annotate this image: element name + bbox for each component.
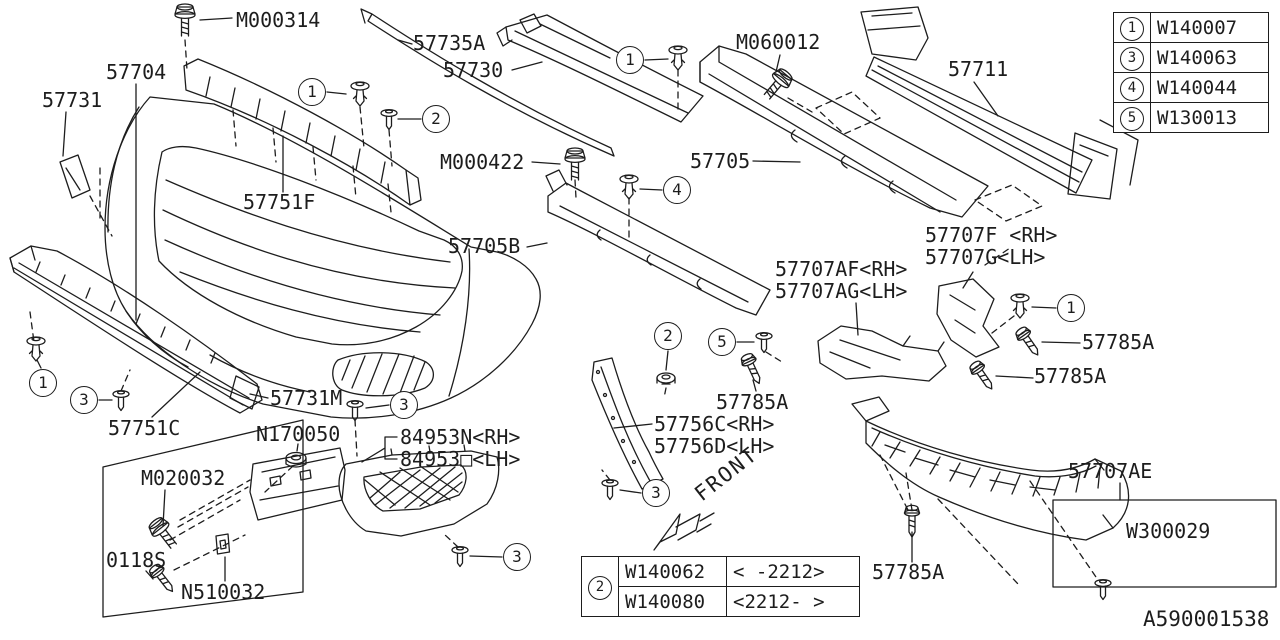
label-57707af-rh: 57707AF<RH> (775, 257, 908, 281)
57785a-screw-icon (738, 350, 767, 388)
legend-table: 1 W140007 3 W140063 4 W140044 5 W130013 (1113, 12, 1269, 133)
bracket-57731-art (59, 154, 91, 199)
label-84953n-rh: 84953N<RH> (400, 425, 521, 449)
clip-icon (755, 331, 773, 354)
label-w300029: W300029 (1126, 519, 1211, 543)
callout-1: 1 (1057, 294, 1085, 322)
callout-1: 1 (616, 46, 644, 74)
legend-callout: 5 (1120, 106, 1144, 131)
legend-part-code: W130013 (1150, 102, 1269, 133)
label-57705: 57705 (690, 149, 751, 173)
callout-2: 2 (654, 322, 682, 350)
label-57756c-rh: 57756C<RH> (654, 412, 775, 436)
callout-1: 1 (29, 369, 57, 397)
w300029-clip-icon (1094, 578, 1112, 601)
label-57751c: 57751C (108, 416, 181, 440)
callout-2: 2 (422, 105, 450, 133)
clip-icon (26, 336, 46, 362)
57785a-screw-icon (1012, 324, 1045, 360)
bumper-face-art (89, 96, 541, 419)
clip-icon (112, 389, 130, 412)
spoiler-57751c-art (9, 245, 263, 414)
label-57707ag-lh: 57707AG<LH> (775, 279, 908, 303)
license-bracket-art (102, 419, 346, 618)
fog-bezel-84953-art (338, 444, 500, 537)
callout-5: 5 (708, 328, 736, 356)
callout-3: 3 (503, 543, 531, 571)
clip-icon (350, 81, 370, 107)
label-57707ae: 57707AE (1068, 459, 1153, 483)
diagram-number: A590001538 (1143, 607, 1270, 631)
label-57711: 57711 (948, 57, 1009, 81)
label-57785a-bot: 57785A (872, 560, 945, 584)
label-m020032: M020032 (141, 466, 226, 490)
closure-57730-art (496, 13, 704, 123)
label-n510032: N510032 (181, 580, 266, 604)
legend-callout: 3 (1120, 46, 1144, 71)
legend-callout: 1 (1120, 16, 1144, 41)
leader-lines (36, 17, 1121, 582)
dashed-lines (29, 39, 913, 548)
label-57707g-lh: 57707G<LH> (925, 245, 1046, 269)
clip-icon (619, 174, 639, 200)
grille-insert-57751f-art (183, 58, 422, 213)
label-57707f-rh: 57707F <RH> (925, 223, 1058, 247)
label-57730: 57730 (443, 58, 504, 82)
legend-part-code: W140063 (1150, 42, 1269, 73)
beam-57705-art (699, 45, 989, 218)
variant-table: 2 W140062 < -2212> W140080 <2212- > (581, 556, 860, 617)
clip-icon (601, 478, 619, 501)
callout-3: 3 (390, 391, 418, 419)
variant-part-code: W140080 (618, 586, 727, 617)
label-57785a-r1: 57785A (1082, 330, 1155, 354)
label-n170050: N170050 (256, 422, 341, 446)
legend-part-code: W140044 (1150, 72, 1269, 103)
callout-4: 4 (663, 176, 691, 204)
legend-callout: 4 (1120, 76, 1144, 101)
undercover-57707ae-art (851, 396, 1277, 588)
m060012-bolt-icon (758, 65, 796, 104)
variant-range: <2212- > (726, 586, 860, 617)
label-m060012: M060012 (736, 30, 821, 54)
clip-icon (668, 45, 688, 71)
label-57731: 57731 (42, 88, 103, 112)
callout-3: 3 (70, 386, 98, 414)
label-57785a-r2: 57785A (1034, 364, 1107, 388)
57785a-screw-icon (966, 358, 999, 394)
label-57731m: 57731M (270, 386, 343, 410)
label-57735a: 57735A (413, 31, 486, 55)
variant-part-code: W140062 (618, 556, 727, 587)
legend-part-code: W140007 (1150, 12, 1269, 43)
label-57704: 57704 (106, 60, 167, 84)
variant-callout: 2 (588, 575, 612, 600)
label-m000314: M000314 (236, 8, 321, 32)
label-57756d-lh: 57756D<LH> (654, 434, 775, 458)
variant-range: < -2212> (726, 556, 860, 587)
callout-3: 3 (642, 479, 670, 507)
label-57785a-mid: 57785A (716, 390, 789, 414)
front-arrow-icon (653, 512, 715, 551)
grommet-icon (656, 372, 676, 385)
m000422-bolt-icon (564, 147, 586, 181)
clip-icon (451, 545, 469, 568)
clip-icon (1010, 293, 1030, 319)
bracket-57707af-art (817, 325, 947, 382)
label-0118s: 0118S (106, 548, 167, 572)
m000314-bolt-icon (174, 3, 196, 37)
label-84953-lh: 84953□<LH> (400, 447, 521, 471)
bar-57705b-art (545, 169, 771, 316)
label-m000422: M000422 (440, 150, 525, 174)
callout-1: 1 (298, 78, 326, 106)
label-57751f: 57751F (243, 190, 316, 214)
strip-57735a-art (360, 8, 615, 157)
label-57705b: 57705B (448, 234, 521, 258)
bracket-57707f-art (936, 247, 1015, 358)
garnish-57756-art (591, 357, 664, 490)
clip-icon (380, 108, 398, 131)
beam-57711-art (860, 6, 1139, 222)
